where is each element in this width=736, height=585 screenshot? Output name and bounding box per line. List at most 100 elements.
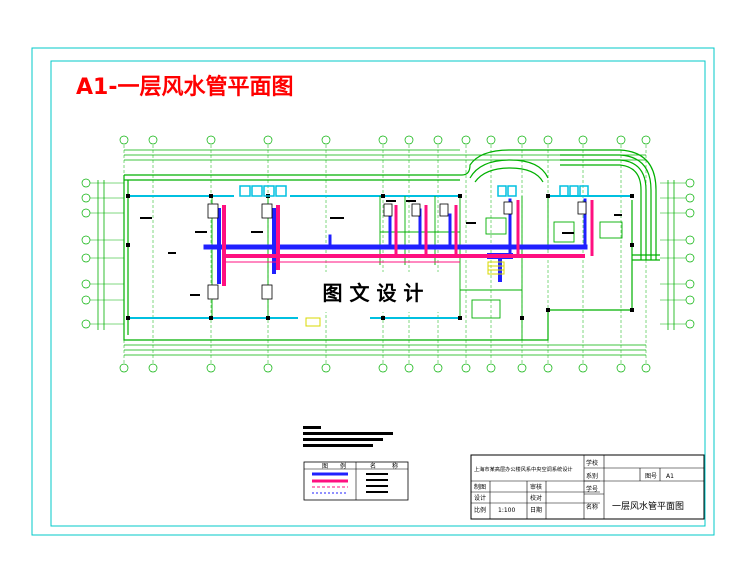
grid-bubble xyxy=(404,135,414,145)
tb-school-label: 学校 xyxy=(586,459,598,467)
column xyxy=(630,308,634,312)
grid-bubble xyxy=(81,193,91,203)
grid-bubble xyxy=(81,208,91,218)
grid-bubble xyxy=(517,363,527,373)
tb-drawn-label: 制图 xyxy=(474,483,486,491)
grid-bubble xyxy=(119,135,129,145)
grid-bubble xyxy=(433,135,443,145)
grid-bubble xyxy=(543,363,553,373)
grid-bubble xyxy=(378,135,388,145)
column xyxy=(126,194,130,198)
column xyxy=(126,243,130,247)
watermark-text: 图 文 设 计 xyxy=(323,281,424,305)
column xyxy=(381,194,385,198)
legend-header-2: 例 xyxy=(340,462,346,470)
grid-bubble xyxy=(641,135,651,145)
legend-header-1: 图 xyxy=(322,463,328,470)
legend-header-4: 称 xyxy=(392,462,398,470)
tb-drawing-no: A1 xyxy=(666,473,674,480)
column xyxy=(126,316,130,320)
grid-bubble xyxy=(433,363,443,373)
grid-bubble xyxy=(461,135,471,145)
grid-bubble xyxy=(685,279,695,289)
grid-bubble xyxy=(378,363,388,373)
column xyxy=(458,194,462,198)
grid-bubble xyxy=(486,363,496,373)
tb-drawing-name: 一层风水管平面图 xyxy=(612,500,684,512)
title-block: 上海市某高层办公楼风系中央空调系统设计 学校 系别 学号 名称 图号 A1 制图… xyxy=(470,454,705,520)
grid-bubble xyxy=(461,363,471,373)
tb-drawing-no-label: 图号 xyxy=(645,473,657,480)
floor-plan xyxy=(81,135,695,373)
return-duct xyxy=(222,200,594,286)
legend-header-3: 名 xyxy=(370,462,376,470)
grid-bubble xyxy=(81,295,91,305)
tb-review-label: 审核 xyxy=(530,483,542,491)
grid-bubble xyxy=(206,363,216,373)
tb-scale-label: 比例 xyxy=(474,506,486,514)
grid-bubble xyxy=(685,208,695,218)
design-notes xyxy=(303,426,393,447)
tb-dept-label: 系别 xyxy=(586,472,598,480)
grid-bubble xyxy=(685,193,695,203)
grid-bubble xyxy=(81,253,91,263)
grid-bubble xyxy=(517,135,527,145)
column xyxy=(630,243,634,247)
grid-bubble xyxy=(148,363,158,373)
grid-bubble xyxy=(81,319,91,329)
exterior-walls xyxy=(123,149,660,341)
tb-date-label: 日期 xyxy=(530,506,542,514)
grid-bubble xyxy=(543,135,553,145)
column xyxy=(458,316,462,320)
grid-bubble xyxy=(616,363,626,373)
air-handling-units xyxy=(207,201,587,300)
grid-bubble xyxy=(685,295,695,305)
column xyxy=(381,316,385,320)
column xyxy=(266,316,270,320)
tb-name-label: 名称 xyxy=(586,503,598,511)
column xyxy=(209,316,213,320)
drawing-title: A1-一层风水管平面图 xyxy=(76,74,293,100)
column xyxy=(546,308,550,312)
tb-proof-label: 校对 xyxy=(530,494,542,502)
grid-bubble xyxy=(486,135,496,145)
grid-bubble xyxy=(206,135,216,145)
grid-bubble xyxy=(578,135,588,145)
column xyxy=(209,194,213,198)
watermark: 图 文 设 计 xyxy=(293,272,453,312)
column xyxy=(546,194,550,198)
grid-bubble xyxy=(81,235,91,245)
grid-bubble xyxy=(616,135,626,145)
tb-design-label: 设计 xyxy=(474,494,486,502)
grid-bubble xyxy=(685,319,695,329)
top-dimension-lines xyxy=(97,149,675,356)
grid-bubble xyxy=(119,363,129,373)
column xyxy=(520,316,524,320)
tb-scale: 1:100 xyxy=(498,507,515,514)
inner-border xyxy=(50,60,706,527)
column xyxy=(630,194,634,198)
grid-bubble xyxy=(685,178,695,188)
grid-bubble xyxy=(404,363,414,373)
grid-bubble xyxy=(578,363,588,373)
grid-bubble xyxy=(641,363,651,373)
grid-bubble xyxy=(148,135,158,145)
grid-bubble xyxy=(81,279,91,289)
structural-columns xyxy=(126,194,634,320)
tb-project: 上海市某高层办公楼风系中央空调系统设计 xyxy=(474,465,573,473)
legend-table: 图 例 名 称 xyxy=(303,461,409,501)
grid-bubbles xyxy=(81,135,695,373)
yellow-hatch xyxy=(305,261,505,327)
room-annotations xyxy=(140,200,622,296)
diffusers xyxy=(239,185,589,197)
grid-bubble xyxy=(321,135,331,145)
tb-student-no-label: 学号 xyxy=(586,485,598,493)
grid-bubble xyxy=(81,178,91,188)
grid-bubble xyxy=(685,235,695,245)
outer-border xyxy=(31,47,715,536)
grid-bubble xyxy=(685,253,695,263)
grid-bubble xyxy=(263,135,273,145)
grid-bubble xyxy=(321,363,331,373)
grid-bubble xyxy=(263,363,273,373)
